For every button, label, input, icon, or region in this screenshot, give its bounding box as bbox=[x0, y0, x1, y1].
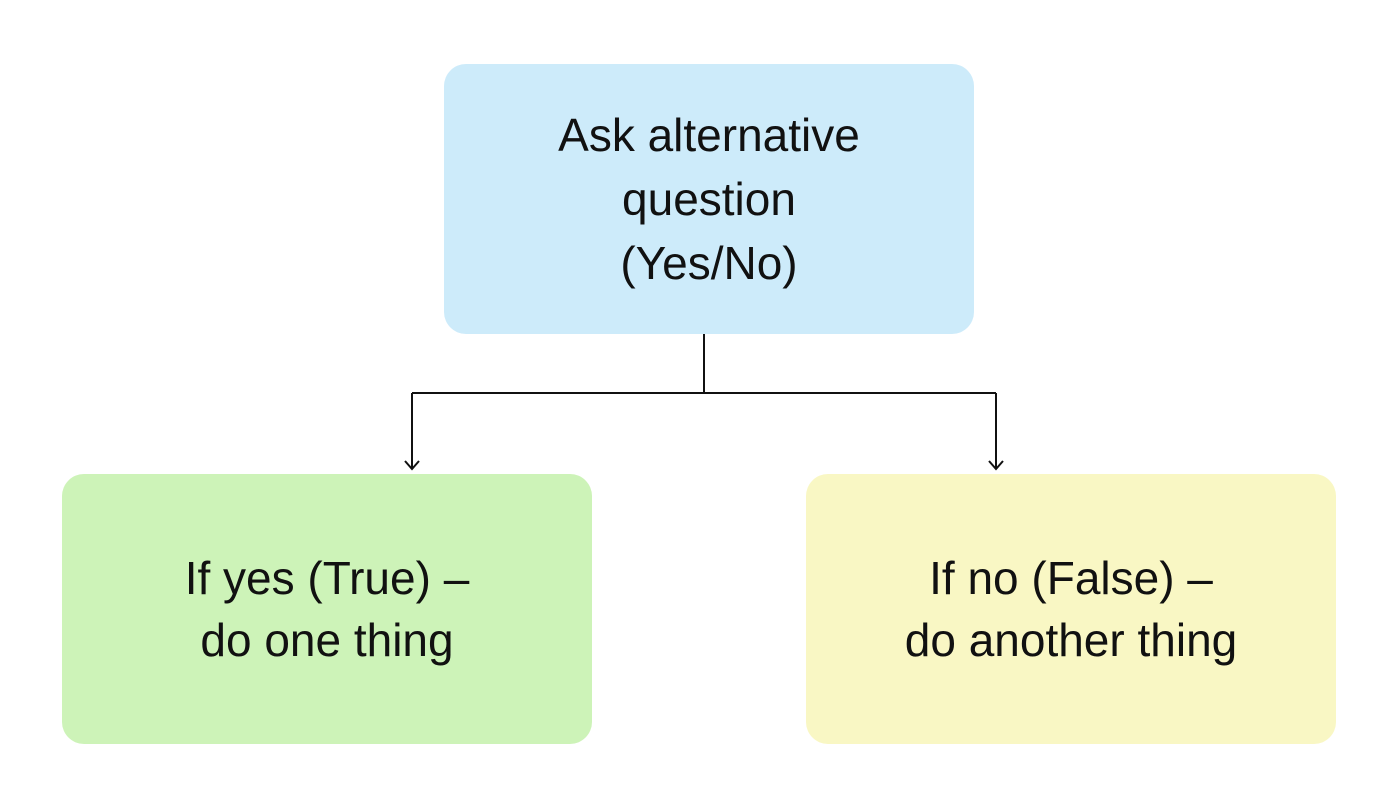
question-line-3: (Yes/No) bbox=[620, 237, 798, 289]
question-box: Ask alternative question (Yes/No) bbox=[444, 64, 974, 334]
no-branch-box: If no (False) – do another thing bbox=[806, 474, 1336, 744]
no-arrowhead-icon bbox=[988, 460, 1004, 471]
no-branch-line-1: If no (False) – bbox=[929, 552, 1213, 604]
yes-branch-line-1: If yes (True) – bbox=[184, 552, 470, 604]
yes-branch-line-2: do one thing bbox=[200, 614, 454, 666]
yes-branch-box: If yes (True) – do one thing bbox=[62, 474, 592, 744]
no-branch-line-2: do another thing bbox=[904, 614, 1238, 666]
yes-arrowhead-icon bbox=[404, 460, 420, 471]
question-line-1: Ask alternative bbox=[558, 109, 860, 161]
question-line-2: question bbox=[622, 173, 796, 225]
